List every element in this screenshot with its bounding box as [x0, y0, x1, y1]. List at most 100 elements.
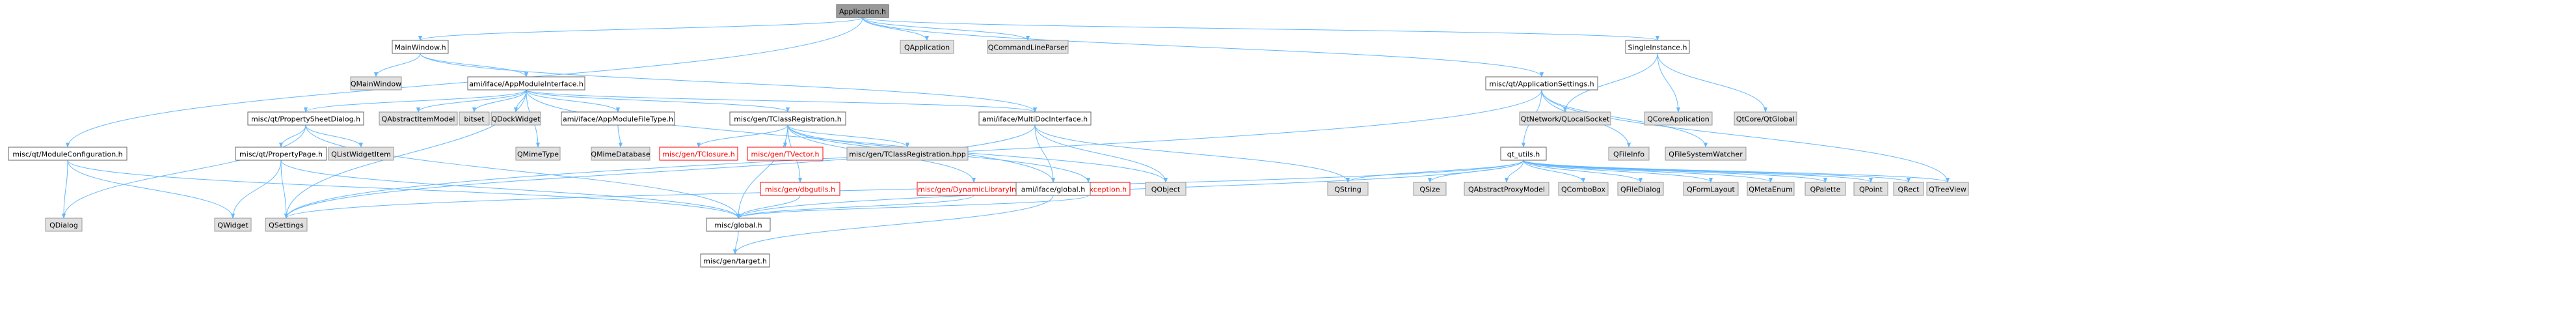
- edge-applicationsettings_h-to-qfilesystemwatcher: [1541, 89, 1708, 148]
- node-multidocinterface-h[interactable]: ami/iface/MultiDocInterface.h: [978, 111, 1092, 126]
- node-label: misc/gen/TVector.h: [751, 150, 820, 159]
- node-box: [1413, 182, 1447, 196]
- edge-appmodulefiletype_h-to-qmimedatabase: [617, 124, 623, 148]
- node-label: QFileSystemWatcher: [1669, 150, 1743, 159]
- edge-qt_utils_h-to-qmetaenum: [1523, 160, 1773, 183]
- node-dbgutils-h[interactable]: misc/gen/dbgutils.h: [760, 182, 840, 196]
- edge-propertypage_h-to-misc_global_h: [280, 160, 741, 219]
- node-box: [1558, 182, 1609, 196]
- node-label: QTreeView: [1929, 186, 1966, 194]
- node-qtreeview: QTreeView: [1926, 182, 1969, 196]
- node-label: QtNetwork/QLocalSocket: [1521, 115, 1610, 124]
- node-box: [1926, 182, 1969, 196]
- edge-multidocinterface_h-to-qsettings: [284, 124, 1036, 219]
- node-tclosure-h[interactable]: misc/gen/TClosure.h: [659, 147, 738, 161]
- node-application-h[interactable]: Application.h: [836, 4, 889, 18]
- node-label: QMetaEnum: [1749, 186, 1793, 194]
- node-label: QApplication: [904, 44, 950, 52]
- node-label: QMimeType: [517, 150, 559, 159]
- node-ami-global-h[interactable]: ami/iface/global.h: [1015, 182, 1091, 196]
- edge-appmoduleinterface_h-to-qabstractitemmodel: [416, 89, 527, 113]
- node-box: [247, 111, 364, 126]
- node-tclassregistration-hpp: misc/gen/TClassRegistration.hpp: [846, 147, 969, 161]
- node-label: QComboBox: [1561, 186, 1605, 194]
- edge-tclassregistration_h-to-misc_global_h: [736, 124, 788, 219]
- node-appmodulefiletype-h[interactable]: ami/iface/AppModuleFileType.h: [561, 111, 675, 126]
- edge-appmoduleinterface_h-to-multidocinterface_h: [526, 89, 1037, 113]
- edge-singleinstance_h-to-qnetwork_qlocalsocket: [1563, 53, 1658, 113]
- edge-appmoduleinterface_h-to-propertysheetdialog_h: [303, 89, 527, 113]
- node-misc-global-h[interactable]: misc/global.h: [706, 218, 771, 232]
- node-dynamiclibraryinfo-h[interactable]: misc/gen/DynamicLibraryInfo.h: [917, 182, 1031, 196]
- node-singleinstance-h[interactable]: SingleInstance.h: [1625, 40, 1690, 54]
- edge-propertypage_h-to-qwidget: [230, 160, 282, 219]
- node-box: [1683, 182, 1739, 196]
- node-box: [1485, 76, 1598, 91]
- node-label: QCoreApplication: [1647, 115, 1710, 124]
- node-box: [1853, 182, 1888, 196]
- node-qabstractitemmodel: QAbstractItemModel: [379, 111, 458, 126]
- node-bitset: bitset: [459, 111, 490, 126]
- node-tclassregistration-h[interactable]: misc/gen/TClassRegistration.h: [729, 111, 846, 126]
- node-box: [8, 147, 127, 161]
- node-propertysheetdialog-h[interactable]: misc/qt/PropertySheetDialog.h: [247, 111, 364, 126]
- node-qcoreapplication: QCoreApplication: [1644, 111, 1713, 126]
- node-box: [1893, 182, 1924, 196]
- edge-singleinstance_h-to-qtcore_qtglobal: [1657, 53, 1768, 113]
- node-box: [747, 147, 824, 161]
- node-qlistwidgetitem: QListWidgetItem: [328, 147, 394, 161]
- node-qpoint: QPoint: [1853, 182, 1888, 196]
- node-qdockwidget: QDockWidget: [490, 111, 541, 126]
- node-target-h[interactable]: misc/gen/target.h: [700, 253, 770, 268]
- edge-misc_global_h-to-target_h: [732, 231, 739, 255]
- node-box: [1464, 182, 1550, 196]
- edge-application_h-to-singleinstance_h: [862, 17, 1659, 41]
- node-qfilesystemwatcher: QFileSystemWatcher: [1665, 147, 1747, 161]
- node-propertypage-h[interactable]: misc/qt/PropertyPage.h: [235, 147, 327, 161]
- edge-qt_utils_h-to-qpoint: [1523, 160, 1873, 183]
- node-box: [1805, 182, 1846, 196]
- node-label: QFileInfo: [1613, 150, 1644, 159]
- node-box: [1327, 182, 1369, 196]
- edge-application_h-to-applicationsettings_h: [862, 17, 1544, 78]
- node-label: QtCore/QtGlobal: [1736, 115, 1795, 124]
- node-appmoduleinterface-h[interactable]: ami/iface/AppModuleInterface.h: [467, 76, 585, 91]
- node-label: QDockWidget: [491, 115, 541, 124]
- node-box: [987, 40, 1069, 54]
- node-qt-utils-h[interactable]: qt_utils.h: [1500, 147, 1547, 161]
- node-label: misc/qt/PropertyPage.h: [239, 150, 323, 159]
- edge-qt_utils_h-to-qabstractproxymodel: [1504, 160, 1524, 183]
- node-applicationsettings-h[interactable]: misc/qt/ApplicationSettings.h: [1485, 76, 1598, 91]
- node-box: [1747, 182, 1795, 196]
- edge-moduleconfiguration_h-to-misc_global_h: [67, 160, 741, 219]
- edge-appmoduleinterface_h-to-ami_global_h: [526, 89, 1056, 183]
- node-box: [490, 111, 541, 126]
- node-qfiledialog: QFileDialog: [1617, 182, 1664, 196]
- edge-propertysheetdialog_h-to-qlistwidgetitem: [305, 124, 364, 148]
- node-qsettings: QSettings: [265, 218, 308, 232]
- node-label: QMainWindow: [351, 80, 401, 89]
- node-qabstractproxymodel: QAbstractProxyModel: [1464, 182, 1550, 196]
- node-label: misc/qt/PropertySheetDialog.h: [251, 115, 360, 124]
- edge-application_h-to-qapplication: [862, 17, 930, 41]
- node-label: misc/qt/ModuleConfiguration.h: [12, 150, 122, 159]
- edge-appmoduleinterface_h-to-bitset: [472, 89, 527, 113]
- node-label: ami/iface/AppModuleInterface.h: [469, 80, 584, 89]
- edges-layer: [61, 17, 1950, 255]
- edge-multidocinterface_h-to-qstring: [1034, 124, 1350, 183]
- node-box: [1015, 182, 1091, 196]
- node-label: QListWidgetItem: [331, 150, 391, 159]
- node-qmainwindow: QMainWindow: [350, 76, 402, 91]
- node-qobject: QObject: [1145, 182, 1187, 196]
- node-mainwindow-h[interactable]: MainWindow.h: [392, 40, 449, 54]
- edge-application_h-to-moduleconfiguration_h: [65, 17, 863, 148]
- node-qcombobox: QComboBox: [1558, 182, 1609, 196]
- node-moduleconfiguration-h[interactable]: misc/qt/ModuleConfiguration.h: [8, 147, 127, 161]
- node-label: ami/iface/global.h: [1021, 186, 1085, 194]
- node-box: [836, 4, 889, 18]
- edge-tclassregistration_h-to-tclosure_h: [696, 124, 788, 148]
- node-tvector-h[interactable]: misc/gen/TVector.h: [747, 147, 824, 161]
- node-box: [1145, 182, 1187, 196]
- node-label: ami/iface/AppModuleFileType.h: [563, 115, 673, 124]
- node-box: [1519, 111, 1611, 126]
